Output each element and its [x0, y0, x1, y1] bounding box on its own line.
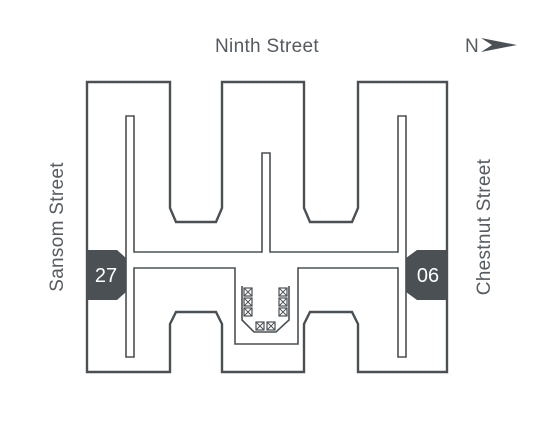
unit-06[interactable]: 06	[406, 250, 447, 300]
unit-27[interactable]: 27	[87, 250, 126, 300]
elevator-icon	[243, 287, 288, 331]
street-label-right: Chestnut Street	[474, 158, 495, 295]
unit-27-label: 27	[95, 265, 117, 287]
elevator-core-outline	[241, 286, 290, 333]
unit-06-label: 06	[417, 265, 439, 287]
street-label-left: Sansom Street	[47, 162, 68, 292]
north-label: N	[465, 36, 479, 57]
building-outline	[85, 80, 449, 374]
elevator-core	[241, 286, 290, 333]
corridor	[125, 115, 407, 358]
north-arrow-icon: N	[465, 36, 517, 57]
unit-27-block	[87, 250, 126, 300]
street-label-top: Ninth Street	[215, 36, 319, 57]
unit-06-block	[406, 250, 447, 300]
